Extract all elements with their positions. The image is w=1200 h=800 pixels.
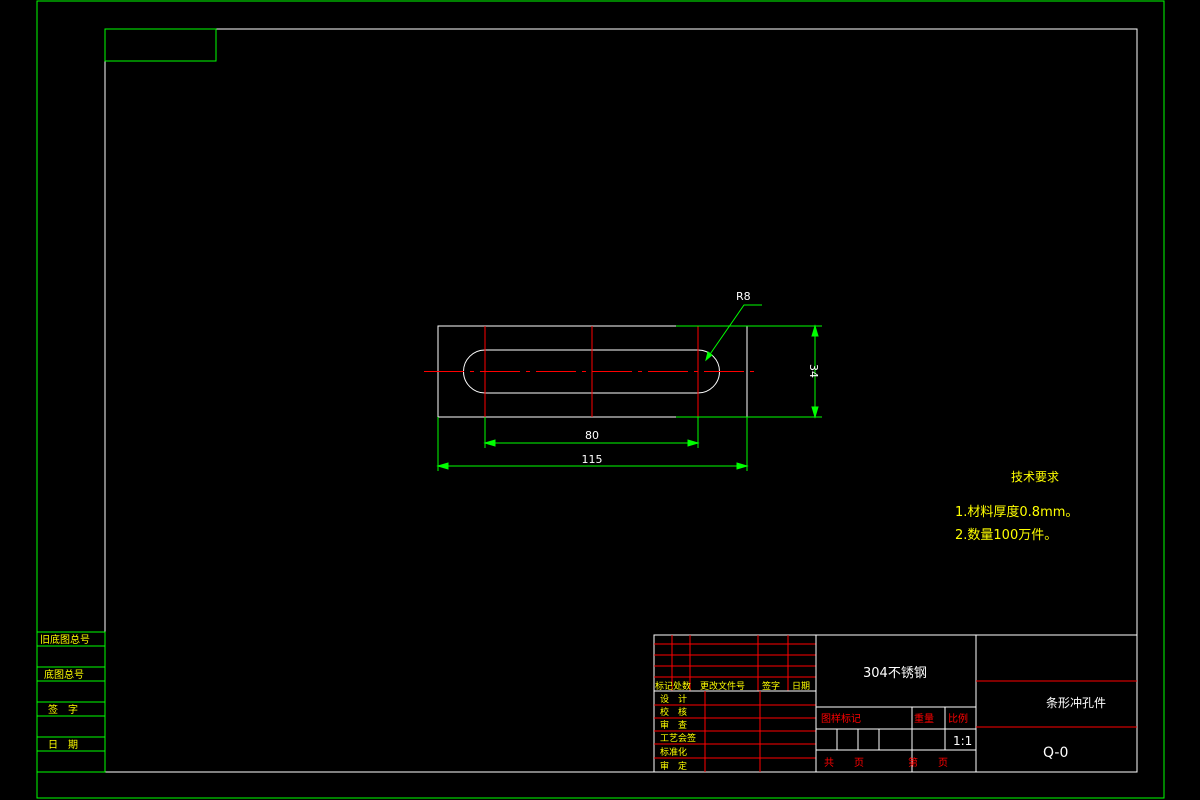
length-arrow-right bbox=[736, 462, 749, 470]
left-label-date: 日 期 bbox=[48, 739, 78, 751]
outer-frame bbox=[36, 0, 1165, 799]
part-view bbox=[424, 325, 760, 418]
left-label-old-drawing-no: 旧底图总号 bbox=[40, 633, 90, 646]
left-side-block: 旧底图总号 底图总号 签 字 日 期 bbox=[36, 631, 106, 773]
radius-leader bbox=[705, 304, 762, 361]
part-name: 条形冲孔件 bbox=[1046, 695, 1106, 710]
top-left-code-box bbox=[104, 28, 217, 62]
sig-review: 审 查 bbox=[660, 719, 687, 731]
material-label: 304不锈钢 bbox=[863, 666, 927, 681]
left-label-signature: 签 字 bbox=[48, 703, 78, 716]
rev-header-sign: 签字 bbox=[762, 680, 780, 692]
notes-heading: 技术要求 bbox=[1011, 470, 1059, 484]
title-block: 标记 处数 更改文件号 签字 日期 设 计 校 核 审 查 工艺会签 标准化 审… bbox=[653, 634, 1138, 773]
weight-header: 重量 bbox=[914, 712, 934, 725]
sheet-number: 第 页 bbox=[908, 756, 948, 769]
sig-standard: 标准化 bbox=[660, 746, 687, 758]
rev-header-date: 日期 bbox=[792, 681, 810, 692]
length-dim-label: 115 bbox=[582, 453, 603, 466]
radius-arrow bbox=[705, 351, 713, 362]
mark-header: 图样标记 bbox=[821, 712, 861, 725]
slot-dim-label: 80 bbox=[585, 429, 599, 442]
sig-design: 设 计 bbox=[660, 693, 687, 705]
note-item-1: 1.材料厚度0.8mm。 bbox=[955, 504, 1078, 520]
total-sheets: 共 页 bbox=[824, 757, 864, 769]
sig-approve: 审 定 bbox=[660, 760, 687, 772]
rev-header-mark: 标记 bbox=[655, 680, 673, 692]
slot-arrow-right bbox=[687, 439, 700, 447]
drawing-number: Q-0 bbox=[1043, 745, 1068, 761]
dimensions bbox=[436, 304, 822, 471]
radius-label: R8 bbox=[736, 290, 751, 303]
sig-check: 校 核 bbox=[660, 706, 687, 718]
inner-frame bbox=[104, 28, 1138, 773]
width-arrow-bottom bbox=[811, 406, 819, 419]
sig-process: 工艺会签 bbox=[660, 732, 696, 744]
dimension-labels: R8 34 80 115 bbox=[582, 290, 821, 466]
rev-header-doc: 更改文件号 bbox=[700, 680, 745, 692]
width-dim-label: 34 bbox=[807, 364, 820, 378]
rev-header-count: 处数 bbox=[673, 680, 691, 692]
left-label-drawing-no: 底图总号 bbox=[44, 668, 84, 681]
scale-header: 比例 bbox=[948, 712, 968, 725]
width-arrow-top bbox=[811, 324, 819, 337]
length-arrow-left bbox=[436, 462, 449, 470]
scale-value: 1:1 bbox=[953, 734, 972, 748]
note-item-2: 2.数量100万件。 bbox=[955, 528, 1057, 543]
slot-arrow-left bbox=[483, 439, 496, 447]
technical-notes: 技术要求 1.材料厚度0.8mm。 2.数量100万件。 bbox=[955, 470, 1078, 543]
